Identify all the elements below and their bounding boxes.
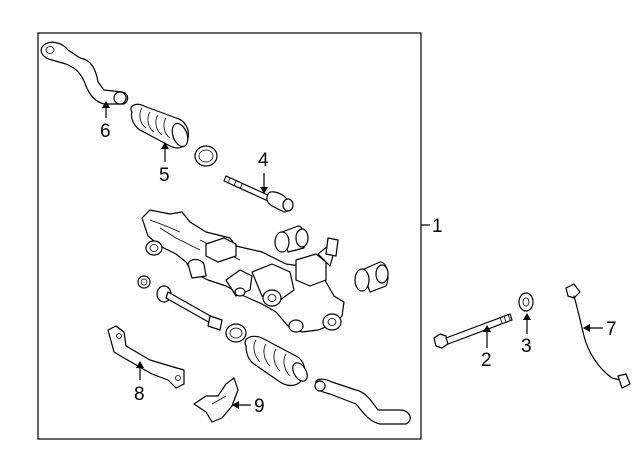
callout-4-label: 4 <box>258 150 269 171</box>
mount-bushing-lower <box>354 261 389 293</box>
part-2-bolt <box>433 313 513 349</box>
part-3-nut <box>518 292 534 312</box>
small-washer-left <box>137 275 151 289</box>
callout-8-label: 8 <box>134 384 145 405</box>
callout-3-label: 3 <box>521 336 532 357</box>
inner-tie-rod-lower <box>156 285 223 331</box>
mount-bushing-upper <box>274 225 309 253</box>
part-4-inner-tie-rod <box>223 175 294 213</box>
callout-7-label: 7 <box>606 319 617 340</box>
part-7-sensor <box>565 283 631 389</box>
part-8-bracket <box>107 325 185 389</box>
callout-1-label: 1 <box>432 216 443 237</box>
part-9-shield <box>193 377 239 423</box>
callout-6-label: 6 <box>100 121 111 142</box>
boot-lower <box>244 335 308 387</box>
part-6-tie-rod-end <box>40 41 129 105</box>
assembly-frame <box>37 32 422 440</box>
tie-rod-end-lower <box>314 378 411 425</box>
callout-5-label: 5 <box>159 165 170 186</box>
part-1-steering-gear <box>141 209 345 333</box>
boot-clamp-upper <box>194 145 218 167</box>
part-5-boot <box>130 103 189 149</box>
boot-clamp-lower <box>225 323 247 343</box>
callout-2-label: 2 <box>481 350 492 371</box>
callout-9-label: 9 <box>254 396 265 417</box>
